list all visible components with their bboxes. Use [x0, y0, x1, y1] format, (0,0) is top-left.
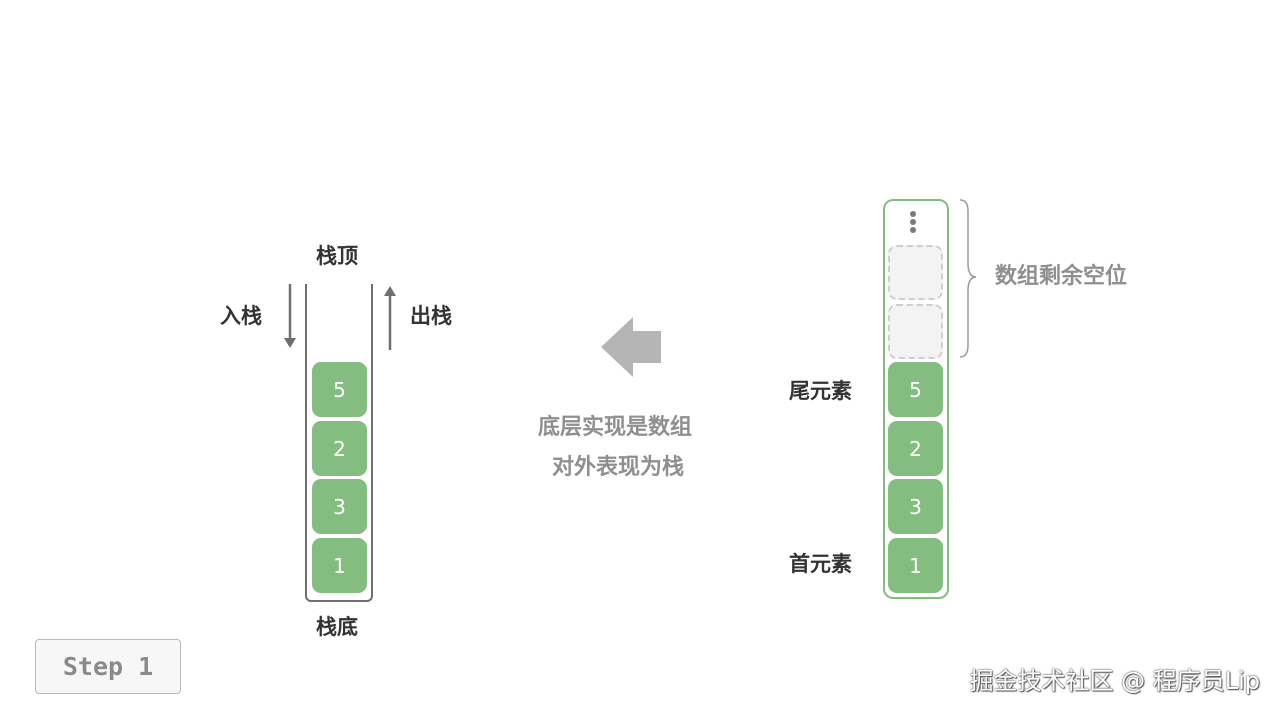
stack-item: 2 — [312, 421, 367, 476]
watermark: 掘金技术社区 @ 程序员Lip — [969, 667, 1260, 695]
push-label: 入栈 — [220, 304, 262, 328]
stack-item: 1 — [312, 538, 367, 593]
arrow-down-icon — [284, 284, 296, 348]
array-item: 1 — [888, 538, 943, 593]
stack-bottom-label: 栈底 — [316, 615, 358, 639]
middle-caption-line2: 对外表现为栈 — [552, 455, 685, 480]
stack-top-label: 栈顶 — [316, 244, 358, 268]
remaining-slots-label: 数组剩余空位 — [995, 264, 1128, 289]
pop-label: 出栈 — [410, 304, 452, 328]
head-element-label: 首元素 — [789, 552, 852, 576]
tail-element-label: 尾元素 — [789, 379, 852, 403]
array-item: 2 — [888, 421, 943, 476]
arrow-left-icon — [601, 317, 661, 377]
stack-container — [305, 284, 373, 602]
array-empty-slot — [888, 245, 943, 300]
array-item: 5 — [888, 362, 943, 417]
middle-caption-line1: 底层实现是数组 — [538, 415, 693, 440]
right-brace-icon — [959, 199, 977, 358]
vertical-ellipsis-icon — [910, 211, 916, 233]
array-empty-slot — [888, 304, 943, 359]
stack-item: 3 — [312, 479, 367, 534]
arrow-up-icon — [384, 286, 396, 350]
array-item: 3 — [888, 479, 943, 534]
step-indicator: Step 1 — [35, 639, 181, 694]
stack-item: 5 — [312, 362, 367, 417]
